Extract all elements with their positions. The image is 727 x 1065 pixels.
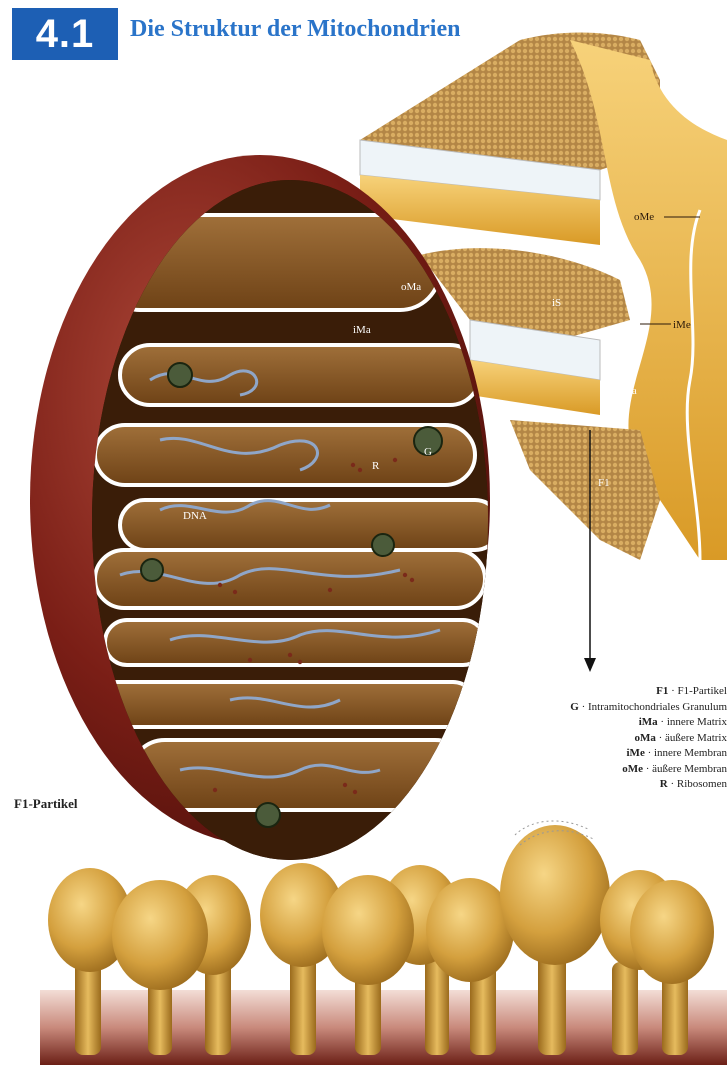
legend: F1 · F1-Partikel G · Intramitochondriale… [487, 684, 727, 793]
legend-item: F1 · F1-Partikel [487, 684, 727, 700]
legend-item: G · Intramitochondriales Granulum [487, 700, 727, 716]
label-ime: iMe [673, 319, 691, 331]
legend-item: R · Ribosomen [487, 777, 727, 793]
legend-item: oMe · äußere Membran [487, 762, 727, 778]
label-ome: oMe [634, 211, 654, 223]
label-g: G [424, 446, 432, 458]
label-ima-right: iMa [619, 385, 637, 397]
label-f1: F1 [598, 477, 610, 489]
legend-item: iMe · innere Membran [487, 746, 727, 762]
legend-item: oMa · äußere Matrix [487, 731, 727, 747]
legend-item: iMa · innere Matrix [487, 715, 727, 731]
label-dna: DNA [183, 510, 207, 522]
f1-particle-label: F1-Partikel [14, 796, 78, 812]
f1-particle-panel [40, 821, 727, 1065]
label-r: R [372, 460, 380, 472]
label-is: iS [552, 297, 561, 309]
label-oma: oMa [401, 281, 421, 293]
label-ima: iMa [353, 324, 371, 336]
